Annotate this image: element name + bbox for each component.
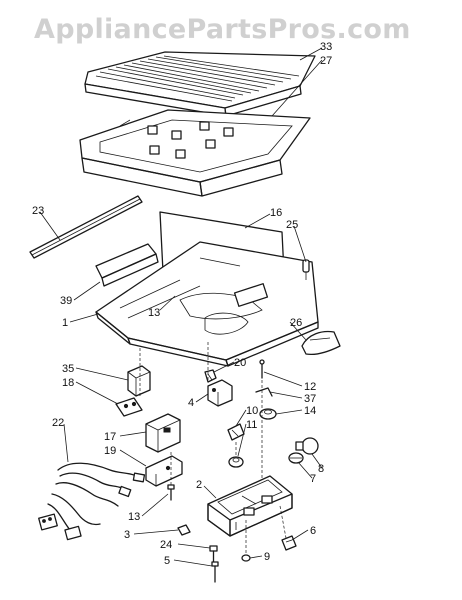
callout-9: 9 xyxy=(264,551,270,563)
callout-19: 19 xyxy=(104,445,116,457)
screw-part-5 xyxy=(211,561,219,583)
plate-part-18 xyxy=(115,397,143,417)
clip-part-10 xyxy=(227,423,245,441)
callout-24: 24 xyxy=(160,539,172,551)
assembly-guides xyxy=(139,340,287,554)
relay-part-4 xyxy=(207,379,233,407)
shelf-grille-part-33 xyxy=(84,51,316,117)
callout-26: 26 xyxy=(290,317,302,329)
callout-33: 33 xyxy=(320,41,332,53)
clip-part-3 xyxy=(177,524,191,536)
callout-16: 16 xyxy=(270,207,282,219)
callout-20: 20 xyxy=(234,357,246,369)
callout-35: 35 xyxy=(62,363,74,375)
callout-7: 7 xyxy=(310,473,316,485)
callout-13-lower: 13 xyxy=(128,511,140,523)
leader-lines xyxy=(39,47,323,567)
wire-harness-part-22 xyxy=(38,462,146,541)
callout-3: 3 xyxy=(124,529,130,541)
callout-27: 27 xyxy=(320,55,332,67)
callout-1: 1 xyxy=(62,317,68,329)
callout-18: 18 xyxy=(62,377,74,389)
socket-part-7 xyxy=(288,452,304,464)
lower-housing-part-2 xyxy=(207,475,293,537)
pin-part-25 xyxy=(302,259,310,280)
callout-14: 14 xyxy=(304,405,316,417)
screw-part-13-lower xyxy=(167,484,175,501)
callout-6: 6 xyxy=(310,525,316,537)
callout-8: 8 xyxy=(318,463,324,475)
callout-12: 12 xyxy=(304,381,316,393)
bulb-part-8 xyxy=(295,437,319,455)
clip-part-37 xyxy=(255,387,273,397)
callout-23: 23 xyxy=(32,205,44,217)
bracket-part-26 xyxy=(301,330,341,356)
grommet-part-14 xyxy=(259,408,277,420)
callout-17: 17 xyxy=(104,431,116,443)
watermark-logo: AppliancePartsPros.com xyxy=(34,14,411,45)
callout-2: 2 xyxy=(196,479,202,491)
strip-part-23 xyxy=(29,195,143,259)
callout-11: 11 xyxy=(246,419,257,431)
screw-part-24 xyxy=(209,545,218,563)
frame-tray-part-27 xyxy=(79,109,311,197)
fitting-part-11 xyxy=(228,456,244,468)
washer-part-9 xyxy=(241,554,251,562)
callout-13-upper: 13 xyxy=(148,307,160,319)
callout-25: 25 xyxy=(286,219,298,231)
callout-5: 5 xyxy=(164,555,170,567)
callout-39: 39 xyxy=(60,295,72,307)
callout-4: 4 xyxy=(188,397,194,409)
callout-22: 22 xyxy=(52,417,64,429)
callout-labels: 33 27 23 16 25 39 1 13 26 35 18 20 12 37… xyxy=(32,41,332,567)
housing-part-35 xyxy=(127,365,151,397)
callout-10: 10 xyxy=(246,405,258,417)
clip-part-6 xyxy=(281,535,297,551)
pin-part-12 xyxy=(259,359,265,379)
bracket-part-19 xyxy=(145,455,183,487)
callout-37: 37 xyxy=(304,393,316,405)
control-box-part-17 xyxy=(145,413,181,453)
base-plate-part-1 xyxy=(95,241,319,367)
